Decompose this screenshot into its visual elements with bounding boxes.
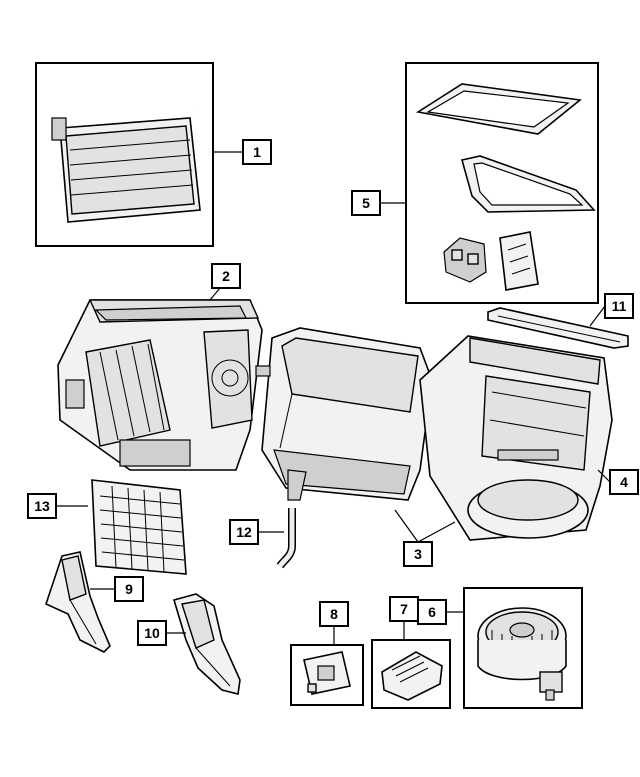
callout-6: 6 — [417, 599, 464, 625]
cabin-air-filter[interactable] — [91, 479, 187, 575]
floor-duct-left[interactable] — [45, 551, 111, 653]
callout-label-1: 1 — [253, 144, 261, 160]
callout-label-8: 8 — [330, 606, 338, 622]
blower-resistor-large[interactable] — [381, 651, 443, 701]
blower-motor-frame — [463, 587, 583, 709]
callout-9: 9 — [90, 576, 144, 602]
callout-2: 2 — [209, 263, 241, 301]
blower-resistor-large-panel — [371, 639, 451, 709]
callout-label-2: 2 — [222, 268, 230, 284]
blower-resistor-small-panel — [290, 644, 364, 706]
heater-core-fins — [69, 139, 194, 196]
floor-duct-right[interactable] — [172, 593, 241, 695]
blower-resistor-small[interactable] — [303, 651, 351, 695]
resistor-small-frame — [290, 644, 364, 706]
seal-kit-frame — [405, 62, 599, 304]
upper-seal[interactable] — [415, 83, 582, 135]
drain-hose[interactable] — [276, 508, 296, 569]
callout-1: 1 — [213, 139, 272, 165]
blower-housing[interactable] — [419, 335, 613, 541]
small-clip-part[interactable] — [443, 237, 487, 283]
distribution-housing[interactable] — [57, 299, 263, 471]
callout-label-11: 11 — [612, 298, 627, 314]
heater-core[interactable] — [51, 70, 201, 223]
callout-12: 12 — [229, 519, 284, 545]
callout-13: 13 — [27, 493, 88, 519]
evaporator-case[interactable] — [255, 327, 433, 501]
callout-label-3: 3 — [414, 546, 422, 562]
callout-label-4: 4 — [620, 474, 628, 490]
mounting-bracket[interactable] — [487, 307, 629, 349]
callout-label-6: 6 — [428, 604, 436, 620]
callout-label-5: 5 — [362, 195, 370, 211]
callout-label-10: 10 — [144, 625, 160, 641]
blower-motor[interactable] — [477, 607, 567, 701]
seal-kit-panel — [405, 62, 599, 304]
callout-11: 11 — [589, 293, 634, 327]
cabin-filter-grid — [99, 485, 185, 573]
callout-4: 4 — [597, 469, 639, 495]
callout-label-12: 12 — [236, 524, 252, 540]
callout-label-13: 13 — [34, 498, 50, 514]
small-filter-pad[interactable] — [499, 231, 539, 291]
heater-core-frame — [35, 62, 214, 247]
heater-core-panel — [35, 62, 214, 247]
callout-7: 7 — [389, 596, 419, 640]
blower-motor-panel — [463, 587, 583, 709]
callout-label-9: 9 — [125, 581, 133, 597]
callout-3: 3 — [394, 509, 456, 567]
callout-5: 5 — [351, 190, 406, 216]
resistor-large-frame — [371, 639, 451, 709]
lower-seal[interactable] — [461, 155, 596, 213]
callout-8: 8 — [319, 601, 349, 645]
callout-10: 10 — [137, 620, 186, 646]
callout-label-7: 7 — [400, 601, 408, 617]
